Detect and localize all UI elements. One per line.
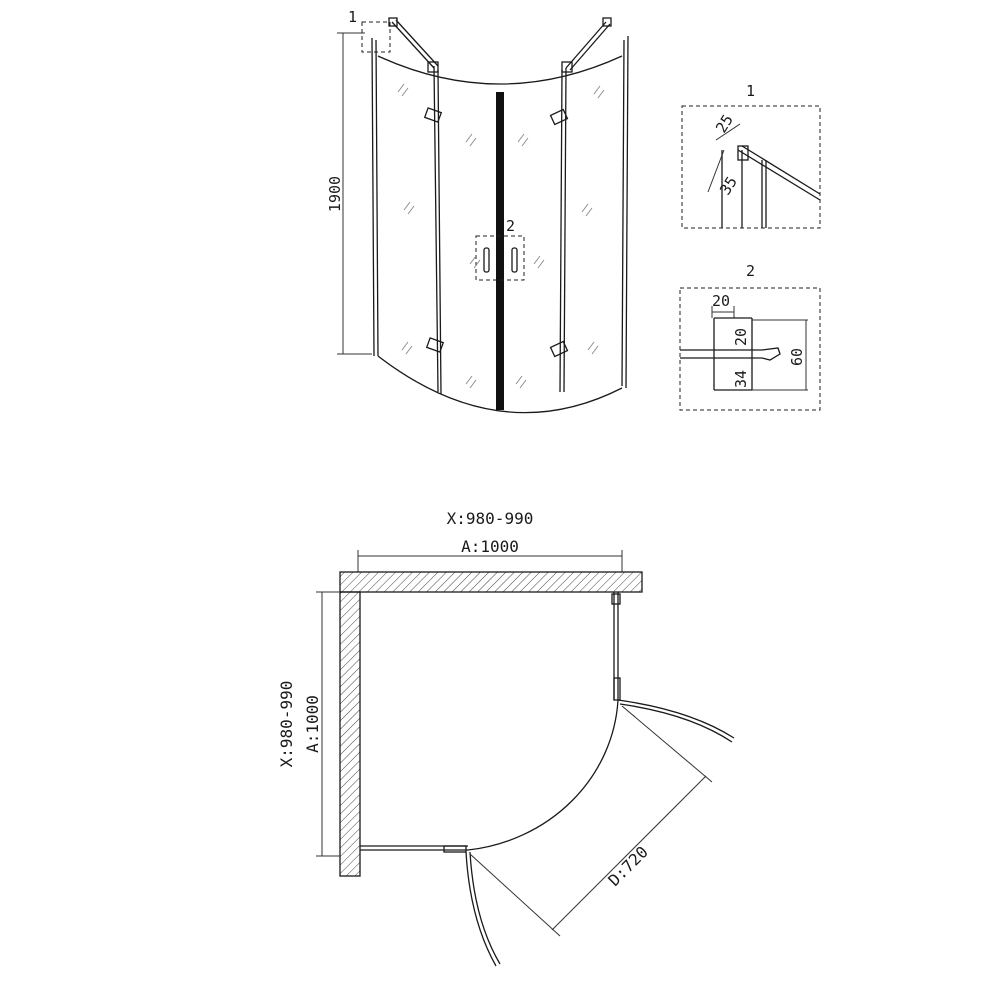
left-fixed-panel-inner [375, 39, 379, 357]
left-hinge-line-2 [437, 69, 442, 395]
detail-2-dim-lower: 34 [732, 370, 750, 388]
callout-2-box [475, 235, 525, 281]
plan-a-top: A:1000 [461, 537, 519, 556]
right-hinge-line-2 [563, 67, 567, 393]
detail-2-dim-total: 60 [788, 348, 806, 366]
bottom-door-open [465, 851, 497, 967]
height-label: 1900 [326, 176, 344, 212]
right-fixed-panel-outer [625, 35, 629, 389]
left-handle [483, 247, 490, 273]
plan-door-dim: D:720 [604, 842, 651, 889]
detail-1-dim-b: 35 [716, 173, 741, 198]
quarter-arc [467, 699, 619, 851]
front-elevation: 1900 1 [326, 8, 629, 414]
right-handle [511, 247, 518, 273]
center-seal [496, 92, 504, 410]
plan-view: X:980-990 A:1000 X:980-990 A:1000 [277, 509, 735, 967]
callout-2-label: 2 [506, 217, 515, 235]
left-wall [339, 591, 361, 877]
left-fixed-panel-outer [371, 37, 375, 357]
bottom-curve [377, 355, 623, 414]
detail-1-dim-a: 25 [712, 111, 737, 136]
detail-2: 2 20 20 34 60 [679, 262, 821, 411]
top-curve [377, 55, 623, 85]
detail-2-dim-upper: 20 [732, 328, 750, 346]
right-support-arm [561, 17, 612, 73]
top-wall [339, 571, 643, 593]
plan-x-side: X:980-990 [277, 681, 296, 768]
detail-1-title: 1 [746, 82, 755, 100]
glass-reflections [397, 83, 605, 389]
left-hinge-line [433, 65, 439, 393]
detail-1: 1 25 35 [681, 82, 821, 229]
detail-1-frame [681, 105, 821, 229]
detail-2-dim-width: 20 [712, 292, 730, 310]
height-dimension: 1900 [326, 32, 372, 355]
left-support-arm [388, 17, 439, 73]
callout-1-label: 1 [348, 8, 357, 26]
right-fixed-panel-inner [621, 39, 625, 387]
hinges [423, 107, 569, 358]
plan-x-top: X:980-990 [447, 509, 534, 528]
right-hinge-line [559, 69, 563, 393]
detail-2-frame [679, 287, 821, 411]
detail-2-title: 2 [746, 262, 755, 280]
plan-a-side: A:1000 [303, 695, 322, 753]
right-door-open [617, 699, 735, 739]
